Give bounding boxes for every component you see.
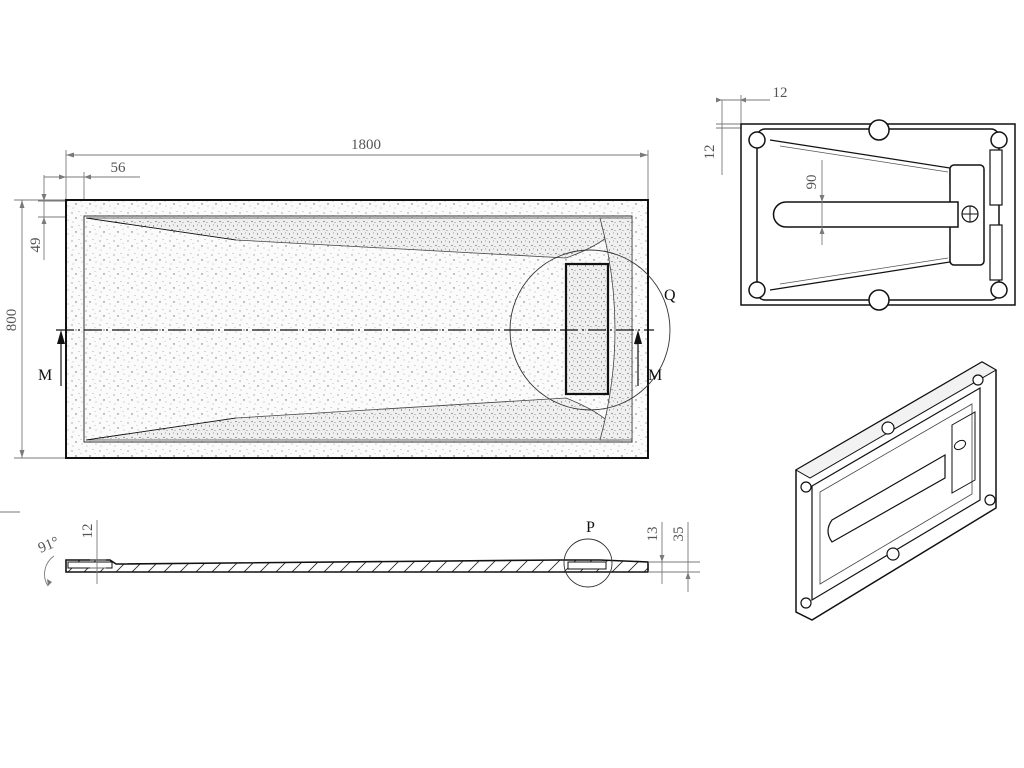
iso-channel-slot <box>827 453 946 543</box>
notch-br <box>990 281 1008 299</box>
dim-width-label: 800 <box>4 309 20 332</box>
plan-view: 1800 56 49 800 <box>4 137 676 459</box>
section-rim-left <box>67 561 113 569</box>
dim-rim-x-label: 56 <box>111 160 127 176</box>
detail-circle-p <box>563 538 613 588</box>
drain-end-bevel <box>599 217 633 441</box>
notch-bl <box>748 281 766 299</box>
dim-rib-v: 12 <box>702 145 718 160</box>
section-drain <box>567 561 607 570</box>
notch-tr <box>990 131 1008 149</box>
angle-label: 91° <box>36 534 61 557</box>
isometric-view <box>794 361 998 621</box>
drain-grate <box>564 262 610 396</box>
dimension-rim-x: 56 <box>44 160 140 215</box>
notch-bottom <box>868 289 890 311</box>
iso-top-face <box>794 361 998 479</box>
section-label-left: M <box>38 367 52 384</box>
channel-slot <box>772 201 959 228</box>
section-arrow-right <box>634 330 642 386</box>
dimension-length: 1800 <box>65 137 649 200</box>
section-arrow-left <box>57 330 65 386</box>
section-slab <box>65 559 649 573</box>
dimension-width: 800 <box>4 199 66 459</box>
dim-rib-h: 12 <box>773 85 788 101</box>
notch-top <box>868 119 890 141</box>
dim-rim-y-label: 49 <box>28 238 44 253</box>
dim-thickness-left: 12 <box>80 524 96 539</box>
dim-length-label: 1800 <box>351 137 381 153</box>
section-label-right: M <box>648 367 662 384</box>
section-view: P 91° 12 13 35 <box>0 511 700 592</box>
iso-inner <box>811 386 981 602</box>
dimension-rim-y: 49 <box>28 175 84 260</box>
detail-label-q: Q <box>664 287 676 304</box>
dim-right-b: 35 <box>671 527 687 542</box>
detail-label-p: P <box>586 519 595 536</box>
dim-channel: 90 <box>804 175 820 190</box>
underside-view: 12 12 90 <box>702 85 1016 311</box>
dim-right-a: 13 <box>645 527 661 542</box>
notch-tl <box>748 131 766 149</box>
